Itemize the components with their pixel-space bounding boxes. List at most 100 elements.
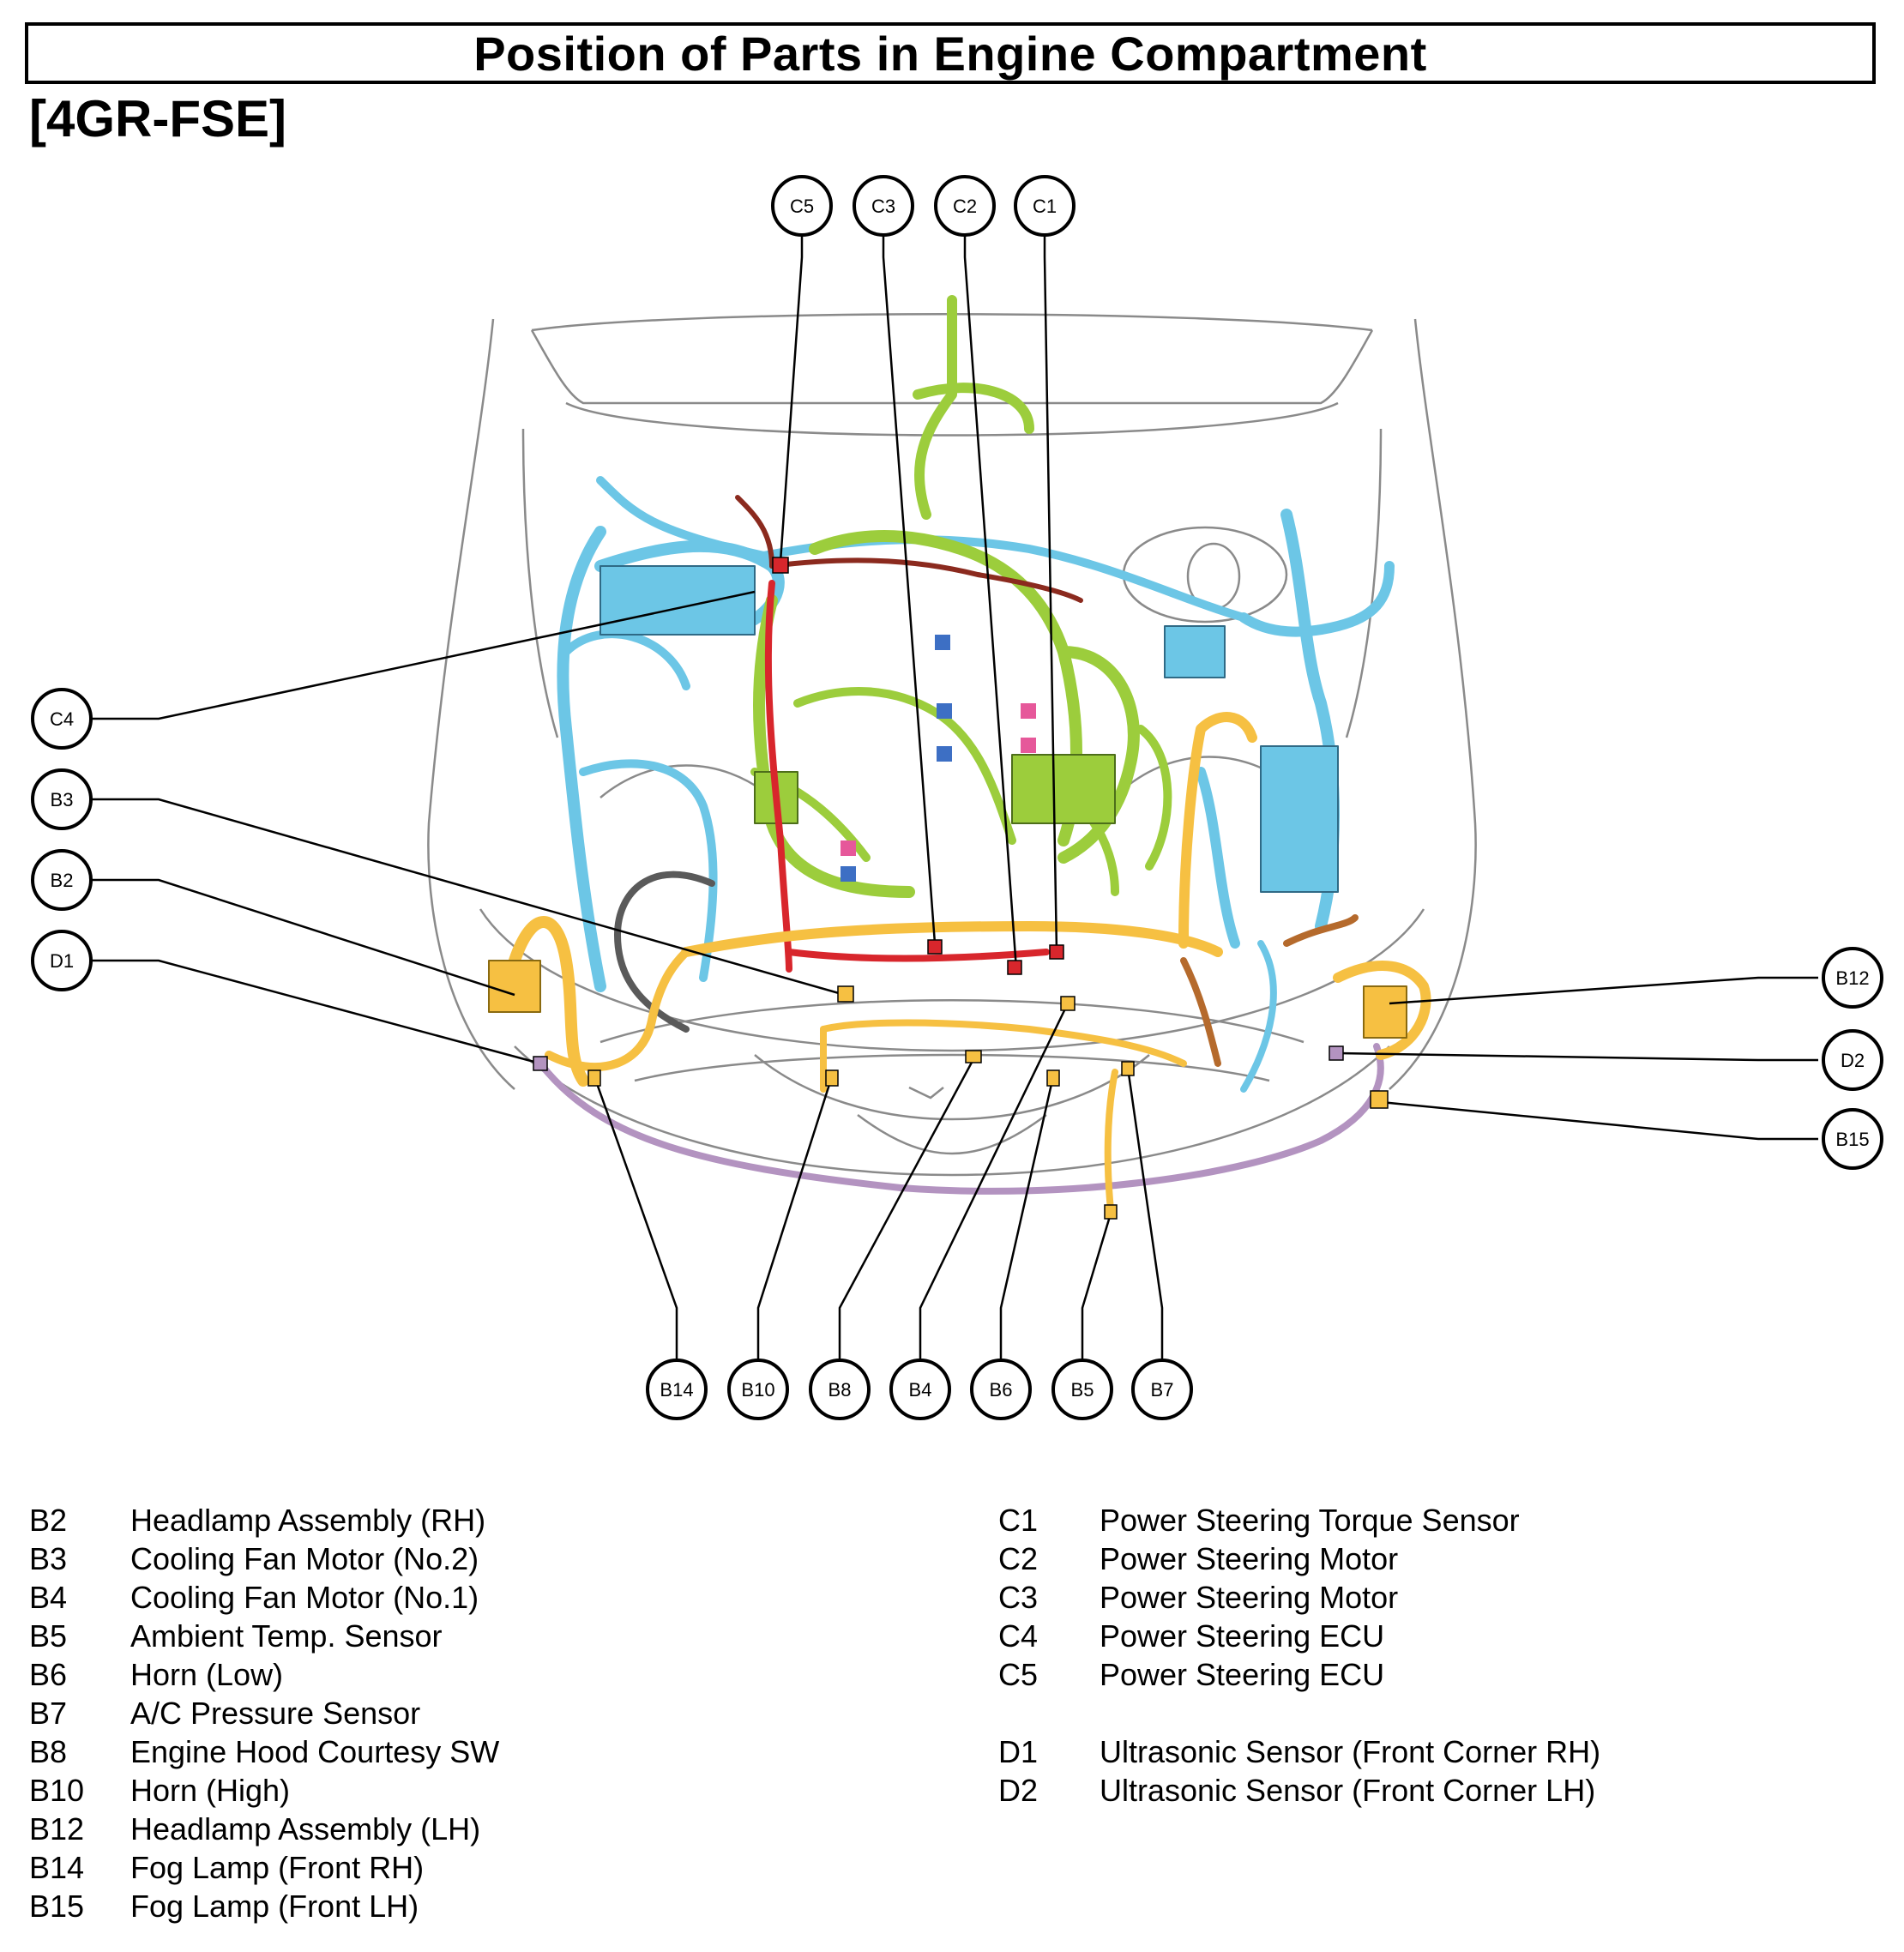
legend-item: B8 Engine Hood Courtesy SW <box>29 1732 499 1771</box>
legend-code: C1 <box>998 1503 1039 1538</box>
legend-spacer <box>998 1694 1600 1732</box>
legend-name: Ambient Temp. Sensor <box>130 1618 443 1654</box>
callout-label: B10 <box>741 1379 774 1401</box>
legend-item: D2 Ultrasonic Sensor (Front Corner LH) <box>998 1771 1600 1810</box>
page-title: Position of Parts in Engine Compartment <box>473 26 1427 81</box>
callout-label: B7 <box>1151 1379 1174 1401</box>
legend-item: B15 Fog Lamp (Front LH) <box>29 1887 499 1925</box>
legend-item: B14 Fog Lamp (Front RH) <box>29 1848 499 1887</box>
legend-name: A/C Pressure Sensor <box>130 1696 421 1731</box>
part-markers <box>533 557 1389 1220</box>
callout-B15: B15 <box>1822 1108 1883 1170</box>
legend-item: C2 Power Steering Motor <box>998 1539 1600 1578</box>
legend-code: B8 <box>29 1734 68 1769</box>
callout-label: C4 <box>50 708 74 730</box>
callout-label: B2 <box>51 870 74 891</box>
legend-code: C4 <box>998 1618 1039 1654</box>
callout-label: C2 <box>953 196 977 217</box>
callout-label: D1 <box>50 950 74 972</box>
callout-C2: C2 <box>934 175 996 237</box>
legend-code: B2 <box>29 1503 68 1538</box>
legend-code: B15 <box>29 1889 85 1924</box>
legend-name: Fog Lamp (Front LH) <box>130 1889 419 1924</box>
legend-name: Fog Lamp (Front RH) <box>130 1850 425 1885</box>
legend-item: C3 Power Steering Motor <box>998 1578 1600 1617</box>
legend-name: Cooling Fan Motor (No.1) <box>130 1580 479 1615</box>
legend-item: B3 Cooling Fan Motor (No.2) <box>29 1539 499 1578</box>
callout-circles: C5 C3 C2 C1 C4 B3 B2 D1 B12 D2 B15 B14 B… <box>31 175 1883 1420</box>
callout-label: B3 <box>51 789 74 810</box>
legend-name: Power Steering Motor <box>1100 1541 1399 1576</box>
legend-item: B5 Ambient Temp. Sensor <box>29 1617 499 1655</box>
callout-label: C1 <box>1033 196 1057 217</box>
engine-compartment-diagram: C5 C3 C2 C1 C4 B3 B2 D1 B12 D2 B15 B14 B… <box>31 175 1883 1420</box>
legend-code: C5 <box>998 1657 1039 1692</box>
legend-code: B4 <box>29 1580 68 1615</box>
legend-name: Headlamp Assembly (LH) <box>130 1811 481 1847</box>
legend-item: B12 Headlamp Assembly (LH) <box>29 1810 499 1848</box>
engine-code: [4GR-FSE] <box>29 90 286 148</box>
legend-code: C3 <box>998 1580 1039 1615</box>
legend-name: Power Steering Torque Sensor <box>1100 1503 1520 1538</box>
callout-C4: C4 <box>31 688 93 750</box>
legend-code: B5 <box>29 1618 68 1654</box>
callout-B3: B3 <box>31 768 93 830</box>
legend-item: C5 Power Steering ECU <box>998 1655 1600 1694</box>
legend-item: B4 Cooling Fan Motor (No.1) <box>29 1578 499 1617</box>
callout-C3: C3 <box>853 175 914 237</box>
legend-code: C2 <box>998 1541 1039 1576</box>
callout-label: D2 <box>1841 1050 1865 1071</box>
legend-item: C4 Power Steering ECU <box>998 1617 1600 1655</box>
callout-B2: B2 <box>31 849 93 911</box>
legend-name: Cooling Fan Motor (No.2) <box>130 1541 479 1576</box>
callout-B5: B5 <box>1051 1359 1113 1420</box>
legend-name: Headlamp Assembly (RH) <box>130 1503 486 1538</box>
callout-label: C5 <box>790 196 814 217</box>
legend-item: D1 Ultrasonic Sensor (Front Corner RH) <box>998 1732 1600 1771</box>
callout-label: C3 <box>871 196 895 217</box>
legend-item: C1 Power Steering Torque Sensor <box>998 1501 1600 1539</box>
callout-C1: C1 <box>1014 175 1076 237</box>
legend-name: Ultrasonic Sensor (Front Corner LH) <box>1100 1773 1596 1808</box>
callout-label: B15 <box>1835 1129 1869 1150</box>
legend-code: D2 <box>998 1773 1039 1808</box>
callout-label: B14 <box>660 1379 693 1401</box>
callout-label: B12 <box>1835 967 1869 989</box>
legend-name: Power Steering Motor <box>1100 1580 1399 1615</box>
legend-code: B12 <box>29 1811 85 1847</box>
callout-label: B5 <box>1071 1379 1094 1401</box>
legend-item: B2 Headlamp Assembly (RH) <box>29 1501 499 1539</box>
legend-code: D1 <box>998 1734 1039 1769</box>
callout-label: B4 <box>909 1379 932 1401</box>
callout-B10: B10 <box>727 1359 789 1420</box>
legend-name: Ultrasonic Sensor (Front Corner RH) <box>1100 1734 1601 1769</box>
legend-name: Power Steering ECU <box>1100 1618 1385 1654</box>
callout-label: B6 <box>990 1379 1013 1401</box>
callout-B14: B14 <box>646 1359 708 1420</box>
callout-label: B8 <box>828 1379 852 1401</box>
legend-item: B10 Horn (High) <box>29 1771 499 1810</box>
legend-name: Engine Hood Courtesy SW <box>130 1734 500 1769</box>
legend-code: B3 <box>29 1541 68 1576</box>
callout-C5: C5 <box>771 175 833 237</box>
callout-B7: B7 <box>1131 1359 1193 1420</box>
callout-B12: B12 <box>1822 947 1883 1009</box>
title-box: Position of Parts in Engine Compartment <box>25 22 1876 84</box>
legend-name: Horn (High) <box>130 1773 291 1808</box>
callout-B4: B4 <box>889 1359 951 1420</box>
callout-D2: D2 <box>1822 1029 1883 1091</box>
legend-code: B7 <box>29 1696 68 1731</box>
wiring-harness <box>488 295 1431 1213</box>
vehicle-body-outline <box>427 313 1477 1177</box>
callout-B6: B6 <box>970 1359 1032 1420</box>
legend-code: B14 <box>29 1850 85 1885</box>
legend-code: B10 <box>29 1773 85 1808</box>
leader-lines <box>92 227 1818 1367</box>
legend-item: B7 A/C Pressure Sensor <box>29 1694 499 1732</box>
legend-name: Power Steering ECU <box>1100 1657 1385 1692</box>
legend-code: B6 <box>29 1657 68 1692</box>
callout-B8: B8 <box>809 1359 871 1420</box>
